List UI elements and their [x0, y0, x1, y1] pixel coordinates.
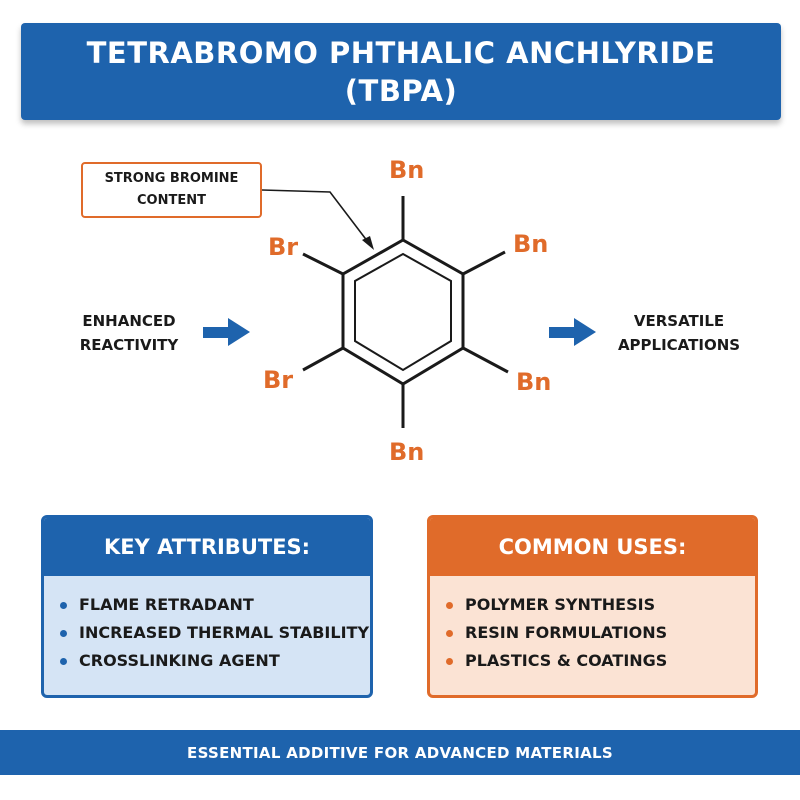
callout-strong-bromine: STRONG BROMINE CONTENT	[81, 162, 262, 218]
callout-pointer	[261, 189, 369, 243]
key-attributes-panel: KEY ATTRIBUTES: FLAME RETRADANT INCREASE…	[41, 515, 373, 698]
bullet-icon	[60, 629, 67, 637]
label-versatile-applications: VERSATILE APPLICATIONS	[606, 309, 752, 357]
atom-label-lower-right: Bn	[516, 368, 552, 396]
arrow-right-icon	[549, 318, 596, 346]
callout-arrowhead-icon	[362, 236, 374, 250]
list-item-text: INCREASED THERMAL STABILITY	[79, 623, 370, 642]
list-item-text: RESIN FORMULATIONS	[465, 623, 668, 642]
footer-banner: ESSENTIAL ADDITIVE FOR ADVANCED MATERIAL…	[0, 730, 800, 775]
common-uses-panel: COMMON USES: POLYMER SYNTHESIS RESIN FOR…	[427, 515, 758, 698]
list-item-text: CROSSLINKING AGENT	[79, 651, 280, 670]
atom-label-top: Bn	[389, 156, 425, 184]
benzene-ring-inner	[354, 252, 452, 372]
bullet-icon	[446, 601, 453, 609]
atom-label-upper-left: Br	[268, 233, 299, 261]
callout-line-2: CONTENT	[137, 193, 206, 208]
list-item: RESIN FORMULATIONS	[446, 619, 755, 647]
list-item-text: POLYMER SYNTHESIS	[465, 595, 656, 614]
common-uses-header: COMMON USES:	[430, 518, 755, 576]
list-item: INCREASED THERMAL STABILITY	[60, 619, 370, 647]
title-line-2: (TBPA)	[344, 73, 458, 108]
callout-line-1: STRONG BROMINE	[104, 171, 239, 186]
common-uses-list: POLYMER SYNTHESIS RESIN FORMULATIONS PLA…	[430, 576, 755, 675]
benzene-ring-outer	[341, 238, 465, 386]
bond-upper-right	[462, 250, 506, 276]
bullet-icon	[446, 629, 453, 637]
atom-label-upper-right: Bn	[513, 230, 549, 258]
bullet-icon	[60, 601, 67, 609]
left-label-line-1: ENHANCED	[82, 312, 176, 330]
atom-label-lower-left: Br	[263, 366, 294, 394]
list-item-text: FLAME RETRADANT	[79, 595, 254, 614]
arrow-right-icon	[203, 318, 250, 346]
bond-lower-left	[302, 346, 344, 372]
left-label-line-2: REACTIVITY	[79, 336, 179, 354]
key-attributes-header: KEY ATTRIBUTES:	[44, 518, 370, 576]
list-item: POLYMER SYNTHESIS	[446, 591, 755, 619]
bullet-icon	[60, 657, 67, 665]
bond-upper-left	[302, 252, 344, 276]
molecule-diagram	[203, 189, 596, 428]
bond-lower-right	[462, 346, 509, 374]
bullet-icon	[446, 657, 453, 665]
list-item: PLASTICS & COATINGS	[446, 647, 755, 675]
key-attributes-list: FLAME RETRADANT INCREASED THERMAL STABIL…	[44, 576, 370, 675]
label-enhanced-reactivity: ENHANCED REACTIVITY	[68, 309, 190, 357]
list-item: CROSSLINKING AGENT	[60, 647, 370, 675]
title-line-1: TETRABROMO PHTHALIC ANCHLYRIDE	[86, 35, 716, 70]
right-label-line-1: VERSATILE	[633, 312, 725, 330]
title-banner: TETRABROMO PHTHALIC ANCHLYRIDE (TBPA)	[21, 23, 781, 120]
footer-text: ESSENTIAL ADDITIVE FOR ADVANCED MATERIAL…	[187, 743, 613, 762]
right-label-line-2: APPLICATIONS	[617, 336, 741, 354]
list-item: FLAME RETRADANT	[60, 591, 370, 619]
list-item-text: PLASTICS & COATINGS	[465, 651, 668, 670]
atom-label-bottom: Bn	[389, 438, 425, 466]
